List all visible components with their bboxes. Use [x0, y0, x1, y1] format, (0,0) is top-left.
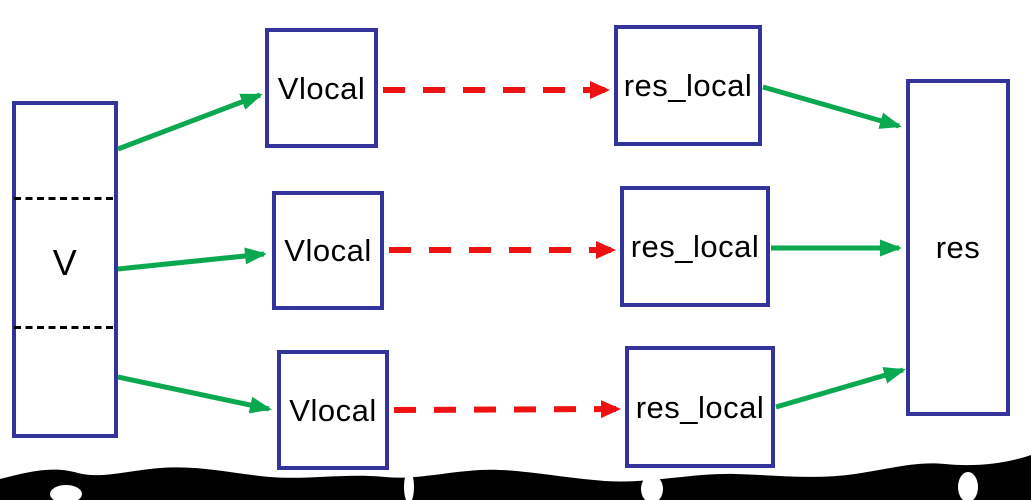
res-local-box-1-label: res_local — [623, 68, 753, 103]
vlocal-box-1: Vlocal — [265, 28, 378, 148]
arrow-res-local-1-to-res — [762, 84, 902, 129]
res-local-box-1: res_local — [614, 25, 762, 146]
v-box-label: V — [52, 241, 78, 283]
arrow-v-to-vlocal-2 — [117, 247, 267, 272]
arrow-v-to-vlocal-3 — [117, 374, 272, 414]
vlocal-box-2: Vlocal — [272, 191, 384, 310]
v-label-wrap: V — [16, 198, 114, 327]
arrow-vlocal-3-to-res-local-3 — [393, 400, 621, 419]
res-box-label: res — [935, 230, 981, 265]
vlocal-box-3: Vlocal — [277, 350, 389, 470]
torn-edge-bottom — [0, 455, 1031, 500]
torn-edge-hole-1 — [50, 485, 82, 500]
vlocal-box-3-label: Vlocal — [289, 392, 377, 428]
vlocal-box-2-label: Vlocal — [284, 233, 372, 268]
res-local-box-3-label: res_local — [635, 389, 765, 425]
torn-edge-hole-3 — [641, 475, 663, 500]
arrow-res-local-3-to-res — [775, 367, 906, 410]
res-local-box-2: res_local — [620, 186, 770, 307]
res-local-box-3: res_local — [625, 346, 775, 468]
vlocal-box-1-label: Vlocal — [277, 70, 366, 106]
res-box: res — [906, 79, 1010, 416]
res-local-box-2-label: res_local — [630, 229, 760, 264]
arrow-v-to-vlocal-1 — [117, 92, 263, 152]
torn-edge-hole-4 — [958, 472, 978, 500]
v-box: V — [12, 101, 118, 438]
torn-edge-hole-2 — [404, 471, 414, 500]
